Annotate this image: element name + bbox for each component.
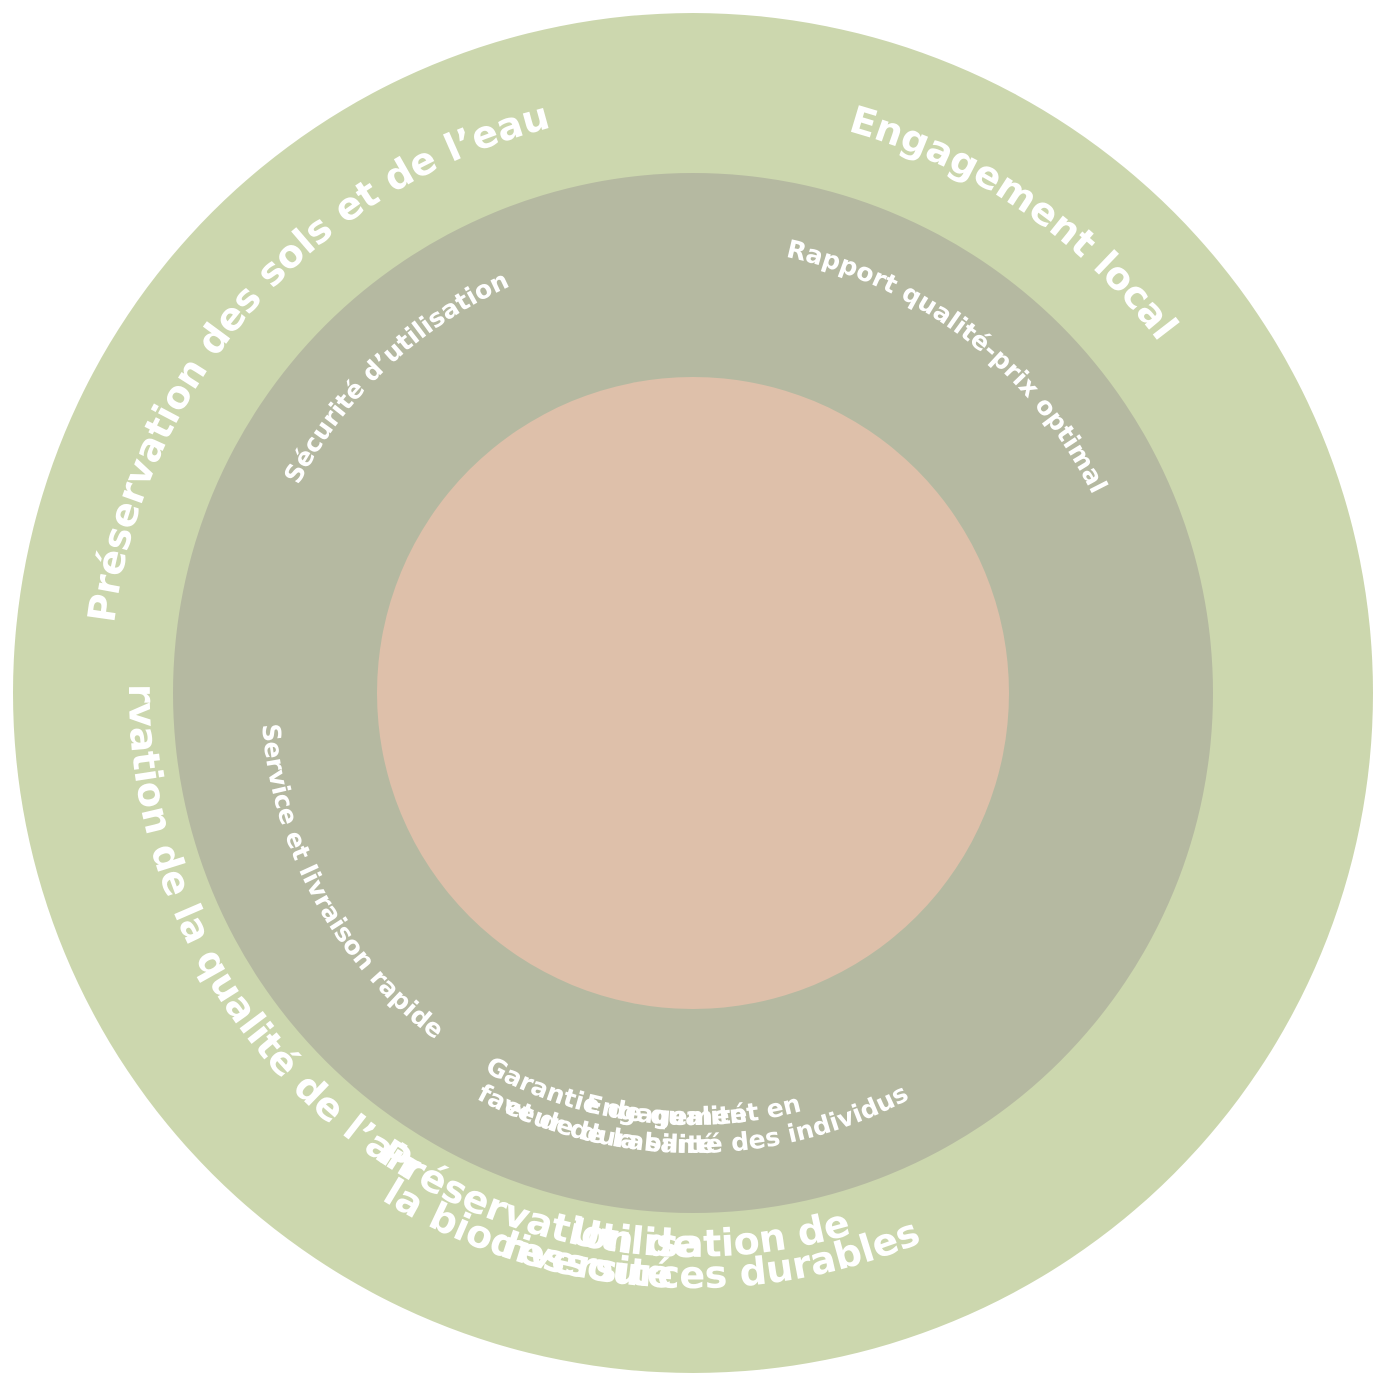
center-disc <box>377 377 1009 1009</box>
